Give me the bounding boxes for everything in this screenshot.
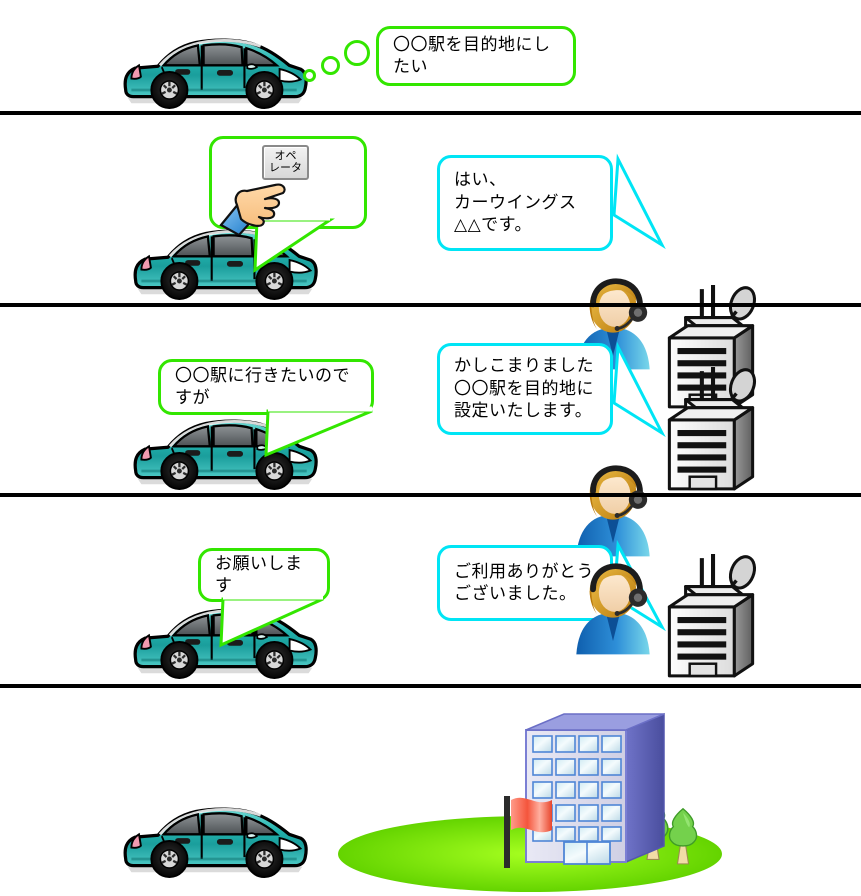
driver-bubble-3: 〇〇駅に行きたいのですが: [158, 359, 374, 415]
operator-text-3: かしこまりました 〇〇駅を目的地に 設定いたします。: [454, 356, 594, 421]
panel-divider-1: [0, 111, 861, 115]
driver-bubble-tail-4: [219, 594, 324, 648]
operator-button-label: オペ レータ: [269, 149, 302, 174]
operator-bubble-2: はい、 カーウイングス △△です。: [437, 155, 613, 251]
car-teal-hatchback: [120, 796, 310, 884]
driver-thought-text-1: 〇〇駅を目的地にしたい: [393, 34, 551, 76]
panel-divider-3: [0, 493, 861, 497]
thought-dot-medium: [321, 56, 340, 75]
panel-divider-2: [0, 303, 861, 307]
red-flag-icon: [504, 796, 552, 868]
operator-bubble-4: ご利用ありがとう ございました。: [437, 545, 613, 621]
driver-text-4: お願いします: [215, 553, 303, 595]
call-center-tower: [655, 363, 767, 495]
panel-divider-4: [0, 684, 861, 688]
thought-dot-small: [303, 69, 316, 82]
operator-text-2: はい、 カーウイングス △△です。: [454, 170, 577, 235]
driver-bubble-4: お願いします: [198, 548, 330, 602]
operator-bubble-tail-2: [612, 153, 666, 250]
destination-office-building: [338, 712, 722, 892]
operator-bubble-tail-3: [612, 341, 666, 438]
operator-bubble-3: かしこまりました 〇〇駅を目的地に 設定いたします。: [437, 343, 613, 435]
pointing-hand-icon: [219, 183, 286, 235]
operator-avatar-headset: [571, 561, 655, 661]
panel-5: [0, 686, 861, 896]
thought-dot-large: [344, 40, 370, 66]
operator-button-illustration[interactable]: オペ レータ: [262, 145, 309, 180]
panel-2: オペ レータ はい、 カーウイングス △△です。: [0, 113, 861, 305]
panel-3: 〇〇駅に行きたいのですが かしこまりました 〇〇駅を目的地に 設定いたします。: [0, 305, 861, 495]
car-teal-hatchback: [120, 27, 310, 115]
driver-bubble-tail-3: [264, 406, 373, 458]
operator-text-4: ご利用ありがとう ございました。: [454, 561, 594, 603]
building-side-wall: [625, 712, 665, 864]
call-center-tower: [655, 550, 767, 682]
panel-4: お願いします ご利用ありがとう ございました。: [0, 495, 861, 686]
panel-1: 〇〇駅を目的地にしたい: [0, 0, 861, 113]
driver-thought-bubble-1: 〇〇駅を目的地にしたい: [376, 26, 576, 86]
driver-text-3: 〇〇駅に行きたいのですが: [175, 365, 350, 407]
